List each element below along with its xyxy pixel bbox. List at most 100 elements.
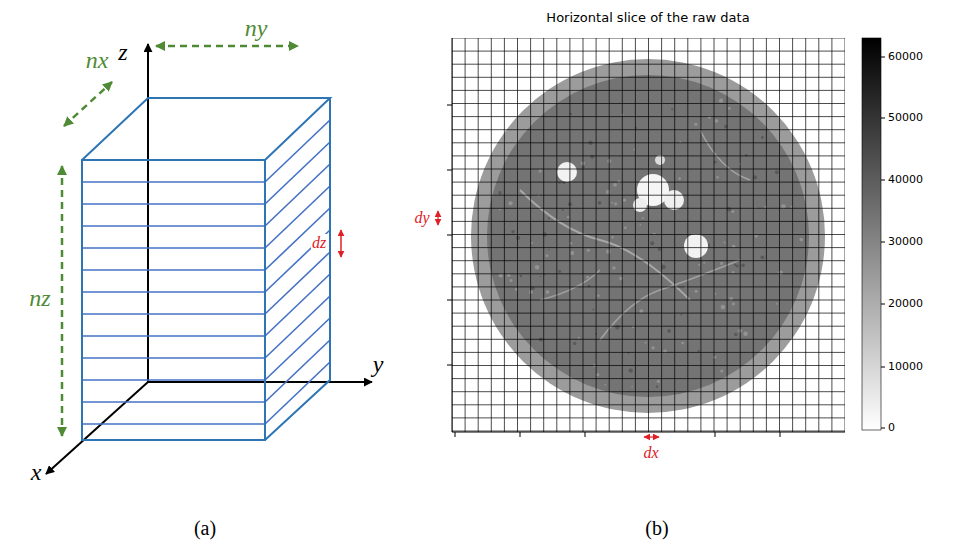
grid-line — [596, 38, 597, 432]
grid-line — [622, 38, 623, 432]
texture-speck — [613, 183, 617, 187]
texture-speck — [650, 241, 654, 245]
nx-dimension — [64, 82, 112, 126]
axis-tick — [447, 235, 452, 236]
colorbar-tick — [881, 118, 885, 119]
grid-line — [452, 234, 845, 235]
texture-speck — [559, 182, 561, 184]
texture-speck — [799, 238, 803, 242]
grid-line — [727, 38, 728, 432]
grid-line — [452, 260, 845, 261]
texture-speck — [720, 370, 723, 373]
texture-speck — [529, 290, 533, 294]
texture-speck — [694, 123, 697, 126]
grid-line — [465, 38, 466, 432]
grid-line — [452, 339, 845, 340]
colorbar-tick-label: 20000 — [888, 298, 923, 310]
grid-line — [452, 90, 845, 91]
image-background — [452, 38, 845, 432]
texture-speck — [714, 119, 718, 123]
texture-speck — [604, 384, 606, 386]
texture-speck — [562, 209, 564, 211]
texture-speck — [520, 275, 523, 278]
colorbar-tick — [881, 428, 885, 429]
grid-line — [452, 182, 845, 183]
grid-line — [452, 378, 845, 379]
texture-speck — [612, 266, 615, 269]
grid-line — [452, 326, 845, 327]
grid-line — [831, 38, 832, 432]
texture-speck — [531, 242, 533, 244]
texture-speck — [657, 380, 660, 383]
slice-line — [265, 362, 330, 424]
axis-label: x — [31, 459, 42, 485]
texture-speck — [695, 290, 698, 293]
texture-speck — [516, 236, 520, 240]
dimension-label: nz — [29, 285, 50, 311]
grid-line — [452, 221, 845, 222]
texture-speck — [755, 235, 758, 238]
grid-line — [661, 38, 662, 432]
axis-tick — [447, 170, 452, 171]
grid-line — [452, 352, 845, 353]
texture-speck — [581, 285, 583, 287]
box-front-face — [82, 160, 265, 440]
nz-dimension — [61, 166, 64, 436]
slice-line — [82, 291, 265, 293]
texture-speck — [703, 262, 705, 264]
axis-label: z — [118, 39, 127, 65]
grid-line — [452, 169, 845, 170]
grid-line — [452, 365, 845, 366]
grid-line — [452, 116, 845, 117]
grid-line — [648, 38, 649, 432]
dimension-label: dz — [311, 234, 327, 252]
texture-speck — [614, 203, 617, 206]
grid-line — [452, 142, 845, 143]
grid-line — [674, 38, 675, 432]
dimension-label: ny — [245, 15, 268, 41]
slice-line — [82, 401, 265, 403]
grid-line — [452, 431, 845, 432]
grid-line — [714, 38, 715, 432]
texture-speck — [721, 305, 726, 310]
texture-speck — [720, 262, 723, 265]
texture-speck — [617, 180, 620, 183]
texture-speck — [573, 342, 576, 345]
axis-tick — [715, 432, 716, 437]
ct-slice-plot — [438, 38, 885, 437]
colorbar-tick — [881, 367, 885, 368]
panel-caption: (b) — [645, 517, 668, 539]
texture-speck — [611, 236, 613, 238]
grid-line — [452, 38, 453, 432]
dimension-label: nx — [86, 47, 109, 73]
texture-speck — [540, 275, 542, 277]
texture-speck — [653, 233, 656, 236]
texture-speck — [615, 325, 619, 329]
texture-speck — [592, 309, 594, 311]
grid-line — [452, 391, 845, 392]
axis-tick — [447, 300, 452, 301]
texture-speck — [698, 264, 700, 266]
colorbar — [862, 38, 881, 430]
crack — [700, 130, 750, 180]
texture-speck — [734, 333, 737, 336]
colorbar-tick — [881, 180, 885, 181]
texture-speck — [597, 295, 599, 297]
texture-speck — [724, 241, 726, 243]
slice-line — [82, 379, 265, 381]
inclusion — [664, 190, 684, 210]
texture-speck — [741, 263, 745, 267]
texture-speck — [606, 190, 611, 195]
grid-line — [452, 38, 845, 39]
texture-speck — [546, 290, 550, 294]
axis-tick — [447, 105, 452, 106]
texture-speck — [633, 149, 635, 151]
texture-speck — [611, 202, 613, 204]
slice-lines — [82, 120, 330, 424]
texture-speck — [760, 255, 764, 259]
grid-line — [452, 64, 845, 65]
box-top-face — [82, 98, 330, 160]
grid-line — [779, 38, 780, 432]
colorbar-tick-label: 10000 — [888, 361, 923, 373]
